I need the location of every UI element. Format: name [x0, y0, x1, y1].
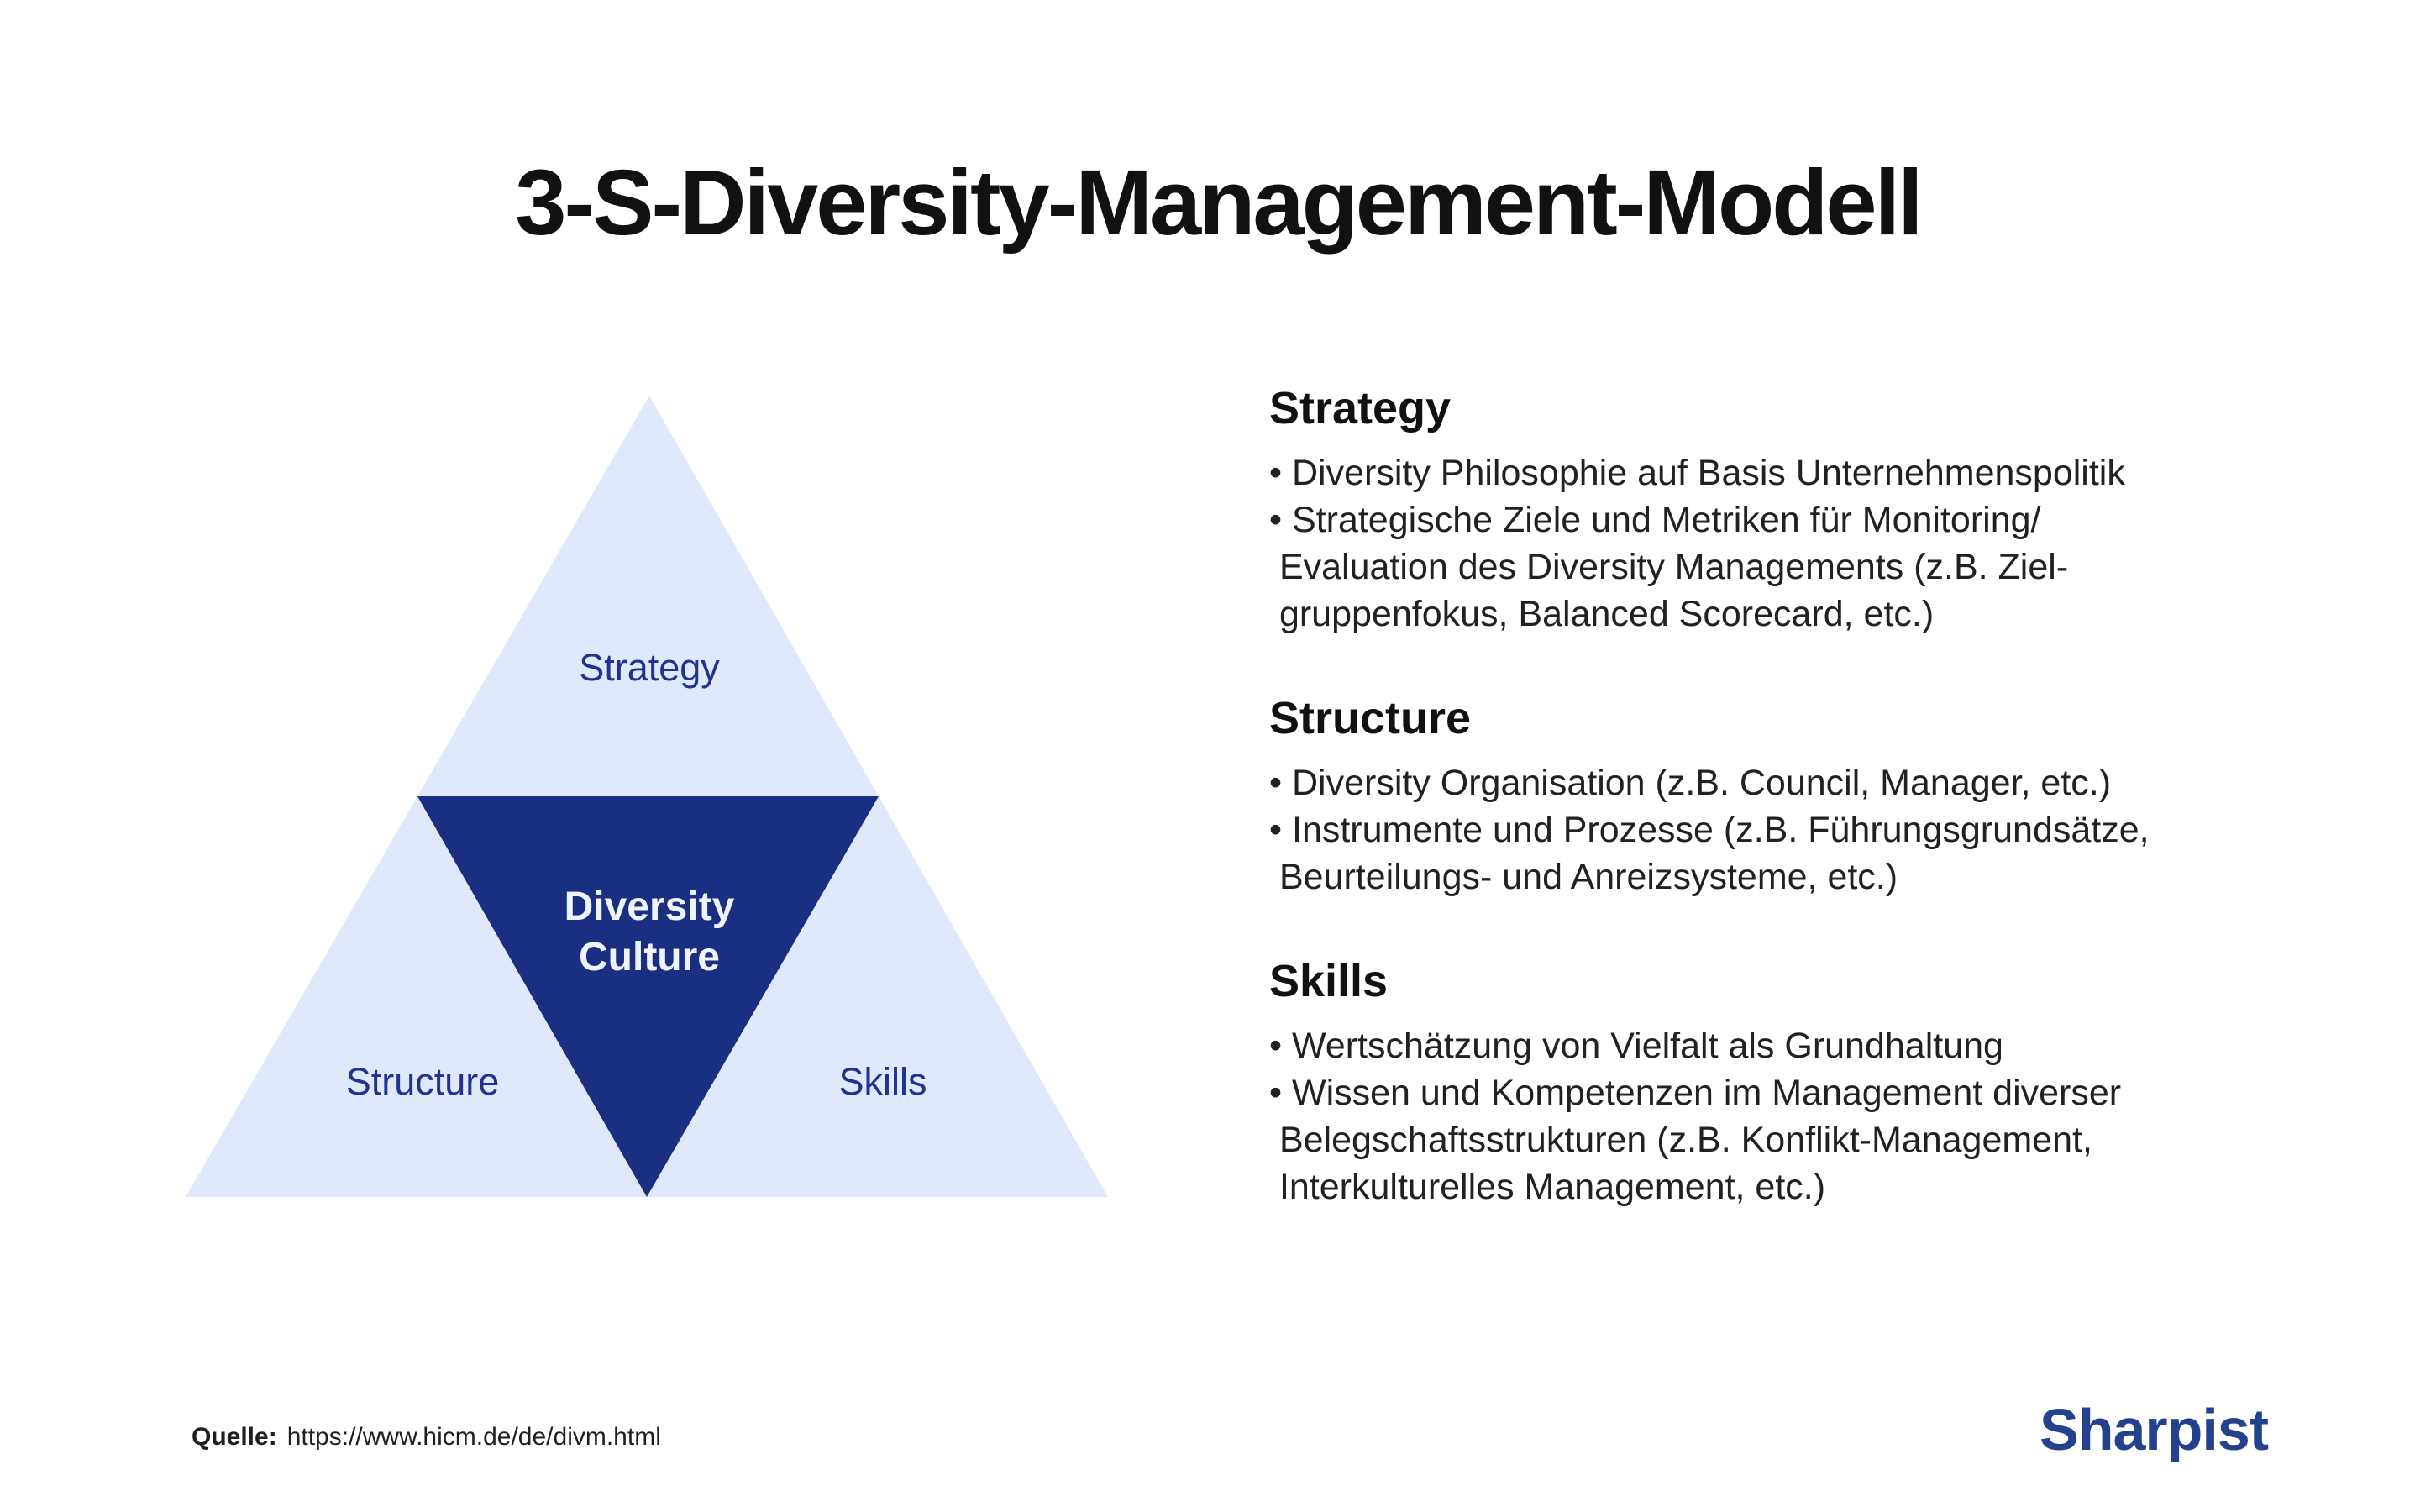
source-url: https://www.hicm.de/de/divm.html: [286, 1423, 661, 1451]
section-title-structure: Structure: [1269, 693, 1472, 744]
page-title: 3-S-Diversity-Management-Modell: [515, 151, 1923, 255]
source-label: Quelle:: [192, 1423, 277, 1451]
triangle-label-skills: Skills: [838, 1060, 927, 1103]
pyramid-diagram: Strategy Structure Skills Diversity Cult…: [186, 396, 1108, 1197]
bullet-item: • Wertschätzung von Vielfalt als Grundha…: [1269, 1026, 2003, 1067]
bullet-item: • Instrumente und Prozesse (z.B. Führung…: [1269, 810, 2150, 898]
bullet-item: • Strategische Ziele und Metriken für Mo…: [1269, 500, 2069, 635]
center-label-line2: Culture: [579, 935, 720, 979]
triangle-label-structure: Structure: [346, 1060, 500, 1103]
bullet-item: • Diversity Organisation (z.B. Council, …: [1269, 763, 2112, 804]
section-title-skills: Skills: [1269, 956, 1389, 1007]
bullet-item: • Wissen und Kompetenzen im Management d…: [1269, 1073, 2122, 1208]
center-label-line1: Diversity: [564, 885, 735, 929]
bullet-item: • Diversity Philosophie auf Basis Untern…: [1269, 453, 2125, 494]
section-strategy: Strategy • Diversity Philosophie auf Bas…: [1269, 382, 2378, 638]
section-structure: Structure • Diversity Organisation (z.B.…: [1269, 692, 2378, 900]
triangle-label-strategy: Strategy: [579, 646, 720, 689]
sharpist-logo: Sharpist: [2040, 1397, 2269, 1462]
section-skills: Skills • Wertschätzung von Vielfalt als …: [1269, 955, 2378, 1210]
inner-triangle-shape: [417, 796, 879, 1197]
source-line: Quelle: https://www.hicm.de/de/divm.html: [192, 1423, 661, 1452]
content-sections: Strategy • Diversity Philosophie auf Bas…: [1269, 382, 2378, 1210]
section-title-strategy: Strategy: [1269, 383, 1452, 433]
